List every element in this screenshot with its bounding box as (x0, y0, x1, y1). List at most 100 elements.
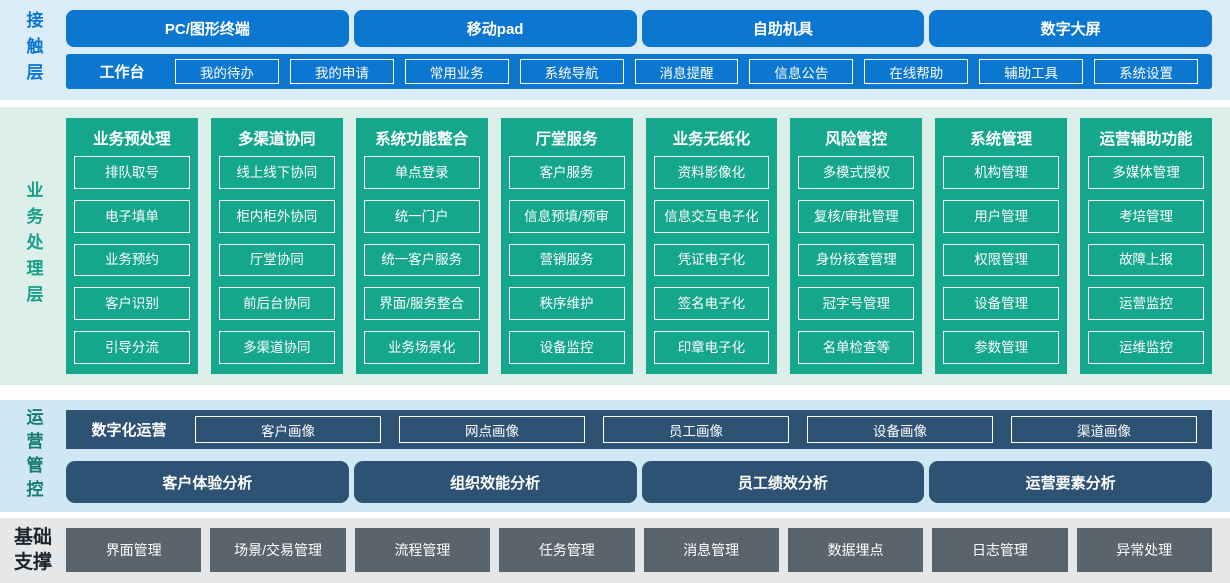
business-item-button[interactable]: 客户服务 (508, 156, 625, 189)
business-item-button[interactable]: 设备管理 (943, 287, 1060, 321)
business-item-button[interactable]: 运维监控 (1088, 331, 1204, 364)
business-item-button[interactable]: 单点登录 (363, 156, 480, 189)
terminal-button[interactable]: 移动pad (353, 10, 637, 47)
business-item-button[interactable]: 统一门户 (363, 199, 480, 233)
business-item-button[interactable]: 冠字号管理 (798, 287, 915, 321)
analysis-button[interactable]: 员工绩效分析 (641, 461, 925, 503)
business-column-items: 客户服务 信息预填/预审 营销服务 秩序维护 设备监控 (508, 156, 625, 364)
business-item-button[interactable]: 用户管理 (943, 199, 1060, 233)
business-item-button[interactable]: 统一客户服务 (363, 243, 480, 277)
base-item-button[interactable]: 日志管理 (932, 528, 1068, 572)
workbench-item-button[interactable]: 消息提醒 (634, 59, 739, 84)
base-item-button[interactable]: 任务管理 (499, 528, 635, 572)
base-layer-gutter: 基础支撑 (0, 518, 66, 583)
business-item-button[interactable]: 故障上报 (1088, 243, 1204, 277)
business-layer-label: 业务处理层 (23, 181, 43, 311)
business-column-title: 多渠道协同 (238, 131, 316, 148)
business-column-title: 厅堂服务 (535, 131, 598, 148)
business-item-button[interactable]: 运营监控 (1088, 287, 1204, 321)
base-item-button[interactable]: 场景/交易管理 (210, 528, 346, 572)
business-layer-gutter: 业务处理层 (0, 107, 66, 385)
business-item-button[interactable]: 复核/审批管理 (798, 199, 915, 233)
business-column-title: 风险管控 (825, 131, 888, 148)
business-column-items: 单点登录 统一门户 统一客户服务 界面/服务整合 业务场景化 (363, 156, 480, 364)
portrait-button[interactable]: 网点画像 (399, 416, 585, 443)
base-item-button[interactable]: 消息管理 (643, 528, 779, 572)
business-item-button[interactable]: 排队取号 (74, 156, 190, 189)
terminal-row: PC/图形终端 移动pad 自助机具 数字大屏 (66, 10, 1212, 47)
business-column-items: 排队取号 电子填单 业务预约 客户识别 引导分流 (74, 156, 190, 364)
business-item-button[interactable]: 凭证电子化 (653, 243, 770, 277)
business-column: 系统管理 机构管理 用户管理 权限管理 设备管理 参数管理 (935, 118, 1068, 374)
digital-ops-bar: 数字化运营 客户画像 网点画像 员工画像 设备画像 渠道画像 (66, 410, 1212, 449)
business-item-button[interactable]: 多渠道协同 (218, 331, 335, 364)
business-column-items: 资料影像化 信息交互电子化 凭证电子化 签名电子化 印章电子化 (653, 156, 770, 364)
business-item-button[interactable]: 营销服务 (508, 243, 625, 277)
workbench-item-button[interactable]: 在线帮助 (864, 59, 969, 84)
business-layer-section: 业务处理层 业务预处理 排队取号 电子填单 业务预约 (0, 107, 1230, 385)
business-item-button[interactable]: 资料影像化 (653, 156, 770, 189)
workbench-item-button[interactable]: 信息公告 (749, 59, 854, 84)
portrait-button[interactable]: 渠道画像 (1011, 416, 1197, 443)
workbench-label: 工作台 (99, 64, 145, 81)
workbench-item-button[interactable]: 系统设置 (1094, 59, 1199, 84)
business-item-button[interactable]: 签名电子化 (653, 287, 770, 321)
workbench-item-button[interactable]: 系统导航 (519, 59, 624, 84)
business-item-button[interactable]: 业务场景化 (363, 331, 480, 364)
business-columns: 业务预处理 排队取号 电子填单 业务预约 客户识别 引导分流 (66, 118, 1212, 374)
business-item-button[interactable]: 考培管理 (1088, 199, 1204, 233)
portrait-button[interactable]: 客户画像 (195, 416, 381, 443)
portrait-button[interactable]: 员工画像 (603, 416, 789, 443)
business-item-button[interactable]: 设备监控 (508, 331, 625, 364)
business-item-button[interactable]: 厅堂协同 (218, 243, 335, 277)
workbench-item-button[interactable]: 常用业务 (404, 59, 509, 84)
analysis-button[interactable]: 组织效能分析 (353, 461, 637, 503)
business-column-title: 运营辅助功能 (1099, 131, 1193, 148)
business-item-button[interactable]: 业务预约 (74, 243, 190, 277)
base-row: 界面管理 场景/交易管理 流程管理 任务管理 消息管理 数据埋点 日志管理 异常… (66, 528, 1212, 572)
business-column: 系统功能整合 单点登录 统一门户 统一客户服务 界面/服务整合 (355, 118, 488, 374)
business-item-button[interactable]: 权限管理 (943, 243, 1060, 277)
business-column-items: 机构管理 用户管理 权限管理 设备管理 参数管理 (943, 156, 1060, 364)
business-column-items: 多模式授权 复核/审批管理 身份核查管理 冠字号管理 名单检查等 (798, 156, 915, 364)
business-item-button[interactable]: 名单检查等 (798, 331, 915, 364)
business-item-button[interactable]: 多模式授权 (798, 156, 915, 189)
analysis-button[interactable]: 客户体验分析 (66, 461, 349, 503)
business-item-button[interactable]: 线上线下协同 (218, 156, 335, 189)
analysis-button[interactable]: 运营要素分析 (929, 461, 1212, 503)
business-item-button[interactable]: 机构管理 (943, 156, 1060, 189)
business-item-button[interactable]: 柜内柜外协同 (218, 199, 335, 233)
business-column: 风险管控 多模式授权 复核/审批管理 身份核查管理 冠字号管理 (790, 118, 923, 374)
workbench-item-button[interactable]: 我的待办 (175, 59, 279, 84)
business-item-button[interactable]: 电子填单 (74, 199, 190, 233)
business-column-title: 系统功能整合 (375, 131, 469, 148)
business-item-button[interactable]: 信息预填/预审 (508, 199, 625, 233)
base-item-button[interactable]: 数据埋点 (787, 528, 924, 572)
business-item-button[interactable]: 客户识别 (74, 287, 190, 321)
business-item-button[interactable]: 身份核查管理 (798, 243, 915, 277)
business-item-button[interactable]: 前后台协同 (218, 287, 335, 321)
terminal-button[interactable]: PC/图形终端 (66, 10, 349, 47)
base-layer-section: 基础支撑 界面管理 场景/交易管理 流程管理 任务管理 消息管理 数据埋点 日志… (0, 518, 1230, 583)
business-column: 业务预处理 排队取号 电子填单 业务预约 客户识别 引导分流 (66, 118, 198, 374)
business-item-button[interactable]: 多媒体管理 (1088, 156, 1204, 189)
workbench-item-button[interactable]: 辅助工具 (979, 59, 1084, 84)
digital-ops-label: 数字化运营 (91, 422, 167, 439)
workbench-bar: 工作台 我的待办 我的申请 常用业务 系统导航 消息提醒 信息公告 在线帮助 辅… (66, 54, 1212, 89)
base-item-button[interactable]: 异常处理 (1076, 528, 1212, 572)
business-item-button[interactable]: 参数管理 (943, 331, 1060, 364)
business-item-button[interactable]: 秩序维护 (508, 287, 625, 321)
terminal-button[interactable]: 数字大屏 (929, 10, 1212, 47)
base-item-button[interactable]: 界面管理 (66, 528, 202, 572)
business-item-button[interactable]: 界面/服务整合 (363, 287, 480, 321)
business-column: 多渠道协同 线上线下协同 柜内柜外协同 厅堂协同 前后台协同 多 (210, 118, 343, 374)
business-item-button[interactable]: 信息交互电子化 (653, 199, 770, 233)
business-item-button[interactable]: 印章电子化 (653, 331, 770, 364)
business-item-button[interactable]: 引导分流 (74, 331, 190, 364)
workbench-item-button[interactable]: 我的申请 (289, 59, 394, 84)
terminal-button[interactable]: 自助机具 (641, 10, 925, 47)
portrait-button[interactable]: 设备画像 (807, 416, 993, 443)
base-item-button[interactable]: 流程管理 (354, 528, 491, 572)
business-column: 运营辅助功能 多媒体管理 考培管理 故障上报 运营监控 运维监控 (1080, 118, 1212, 374)
